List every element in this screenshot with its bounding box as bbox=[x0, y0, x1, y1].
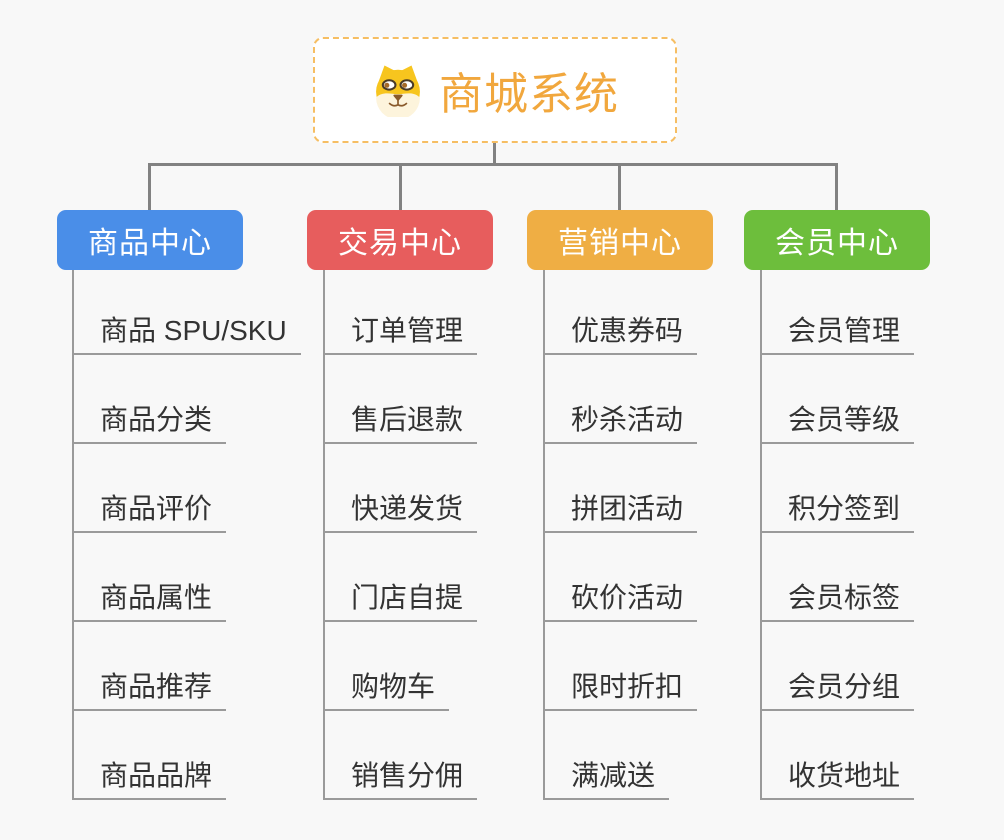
leaf-node[interactable]: 快递发货 bbox=[323, 489, 478, 533]
leaf-node[interactable]: 商品推荐 bbox=[72, 667, 227, 711]
leaf-node[interactable]: 会员分组 bbox=[760, 667, 915, 711]
leaf-node[interactable]: 购物车 bbox=[323, 667, 450, 711]
connector-vertical-line bbox=[323, 270, 325, 800]
connector-root-stem bbox=[493, 142, 496, 164]
root-node[interactable]: 商城系统 bbox=[313, 37, 677, 143]
leaf-node[interactable]: 会员管理 bbox=[760, 311, 915, 355]
leaf-node[interactable]: 满减送 bbox=[543, 756, 670, 800]
leaf-node[interactable]: 会员等级 bbox=[760, 400, 915, 444]
leaf-node[interactable]: 订单管理 bbox=[323, 311, 478, 355]
leaf-node[interactable]: 商品评价 bbox=[72, 489, 227, 533]
leaf-node[interactable]: 拼团活动 bbox=[543, 489, 698, 533]
branch-header-trade-center[interactable]: 交易中心 bbox=[307, 210, 493, 270]
leaf-node[interactable]: 砍价活动 bbox=[543, 578, 698, 622]
leaf-node[interactable]: 销售分佣 bbox=[323, 756, 478, 800]
leaf-node[interactable]: 限时折扣 bbox=[543, 667, 698, 711]
branch-header-product-center[interactable]: 商品中心 bbox=[57, 210, 243, 270]
connector-horizontal-bar bbox=[148, 163, 838, 166]
leaf-node[interactable]: 积分签到 bbox=[760, 489, 915, 533]
dog-face-icon bbox=[371, 63, 425, 117]
leaf-node[interactable]: 商品分类 bbox=[72, 400, 227, 444]
branch-items-member-center: 会员管理 会员等级 积分签到 会员标签 会员分组 收货地址 bbox=[760, 270, 915, 800]
connector-vertical-line bbox=[760, 270, 762, 800]
branch-header-member-center[interactable]: 会员中心 bbox=[744, 210, 930, 270]
branch-items-trade-center: 订单管理 售后退款 快递发货 门店自提 购物车 销售分佣 bbox=[323, 270, 478, 800]
leaf-node[interactable]: 商品属性 bbox=[72, 578, 227, 622]
leaf-node[interactable]: 商品 SPU/SKU bbox=[72, 311, 301, 355]
branch-items-product-center: 商品 SPU/SKU 商品分类 商品评价 商品属性 商品推荐 商品品牌 bbox=[72, 270, 301, 800]
connector-vertical-line bbox=[72, 270, 74, 800]
connector-drop-member bbox=[835, 163, 838, 210]
root-title: 商城系统 bbox=[439, 70, 619, 119]
branch-header-marketing-center[interactable]: 营销中心 bbox=[527, 210, 713, 270]
leaf-node[interactable]: 门店自提 bbox=[323, 578, 478, 622]
connector-drop-marketing bbox=[618, 163, 621, 210]
connector-vertical-line bbox=[543, 270, 545, 800]
connector-drop-trade bbox=[399, 163, 402, 210]
connector-drop-product bbox=[148, 163, 151, 210]
leaf-node[interactable]: 秒杀活动 bbox=[543, 400, 698, 444]
branch-items-marketing-center: 优惠券码 秒杀活动 拼团活动 砍价活动 限时折扣 满减送 bbox=[543, 270, 698, 800]
leaf-node[interactable]: 优惠券码 bbox=[543, 311, 698, 355]
leaf-node[interactable]: 售后退款 bbox=[323, 400, 478, 444]
leaf-node[interactable]: 会员标签 bbox=[760, 578, 915, 622]
leaf-node[interactable]: 收货地址 bbox=[760, 756, 915, 800]
leaf-node[interactable]: 商品品牌 bbox=[72, 756, 227, 800]
